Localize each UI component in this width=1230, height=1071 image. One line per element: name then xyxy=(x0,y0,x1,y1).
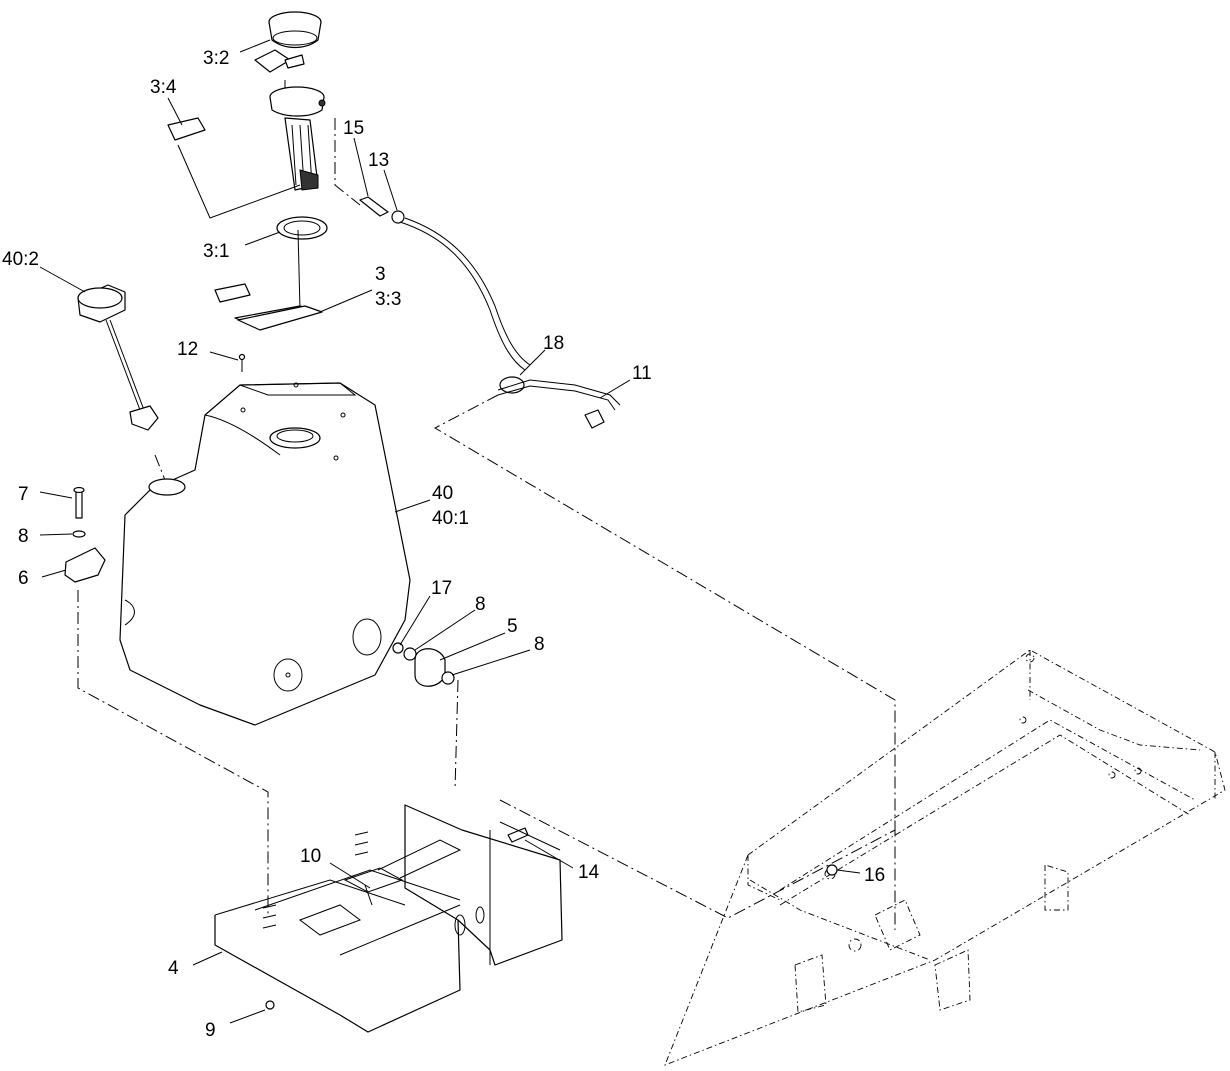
fuel-line xyxy=(359,196,621,429)
callout-13: 13 xyxy=(368,150,389,171)
callout-5: 5 xyxy=(507,616,518,637)
callout-8-lower: 8 xyxy=(534,634,545,655)
fuel-cap xyxy=(77,284,159,431)
callout-12: 12 xyxy=(177,339,198,360)
callout-17: 17 xyxy=(431,578,452,599)
callout-18: 18 xyxy=(543,333,564,354)
callout-3-2: 3:2 xyxy=(203,48,229,69)
callout-11: 11 xyxy=(632,363,652,384)
callout-labels: 3:2 3:4 15 13 3:1 40:2 3 3:3 12 18 11 7 … xyxy=(2,48,885,1041)
callout-3-4: 3:4 xyxy=(150,77,177,98)
fuel-sender-assembly xyxy=(167,11,328,331)
callout-8-upper: 8 xyxy=(475,594,486,615)
callout-15: 15 xyxy=(343,118,364,139)
callout-3-1: 3:1 xyxy=(203,241,229,262)
mounting-bracket xyxy=(214,804,563,1033)
fuel-tank xyxy=(119,382,411,726)
callout-16: 16 xyxy=(864,865,885,886)
assembly-lines xyxy=(77,80,896,930)
hardware xyxy=(64,353,838,1010)
callout-3: 3 xyxy=(375,264,386,285)
callout-40-2: 40:2 xyxy=(2,249,39,270)
callout-6: 6 xyxy=(18,568,29,589)
leader-lines xyxy=(39,39,861,1024)
callout-10: 10 xyxy=(300,846,321,867)
callout-7: 7 xyxy=(18,484,29,505)
callout-40: 40 xyxy=(432,483,453,504)
callout-4: 4 xyxy=(168,958,179,979)
chassis-frame xyxy=(664,649,1226,1066)
callout-40-1: 40:1 xyxy=(432,508,469,529)
callout-9: 9 xyxy=(205,1020,216,1041)
callout-8-washer: 8 xyxy=(18,526,29,547)
callout-14: 14 xyxy=(578,862,600,883)
callout-3-3: 3:3 xyxy=(375,289,401,310)
